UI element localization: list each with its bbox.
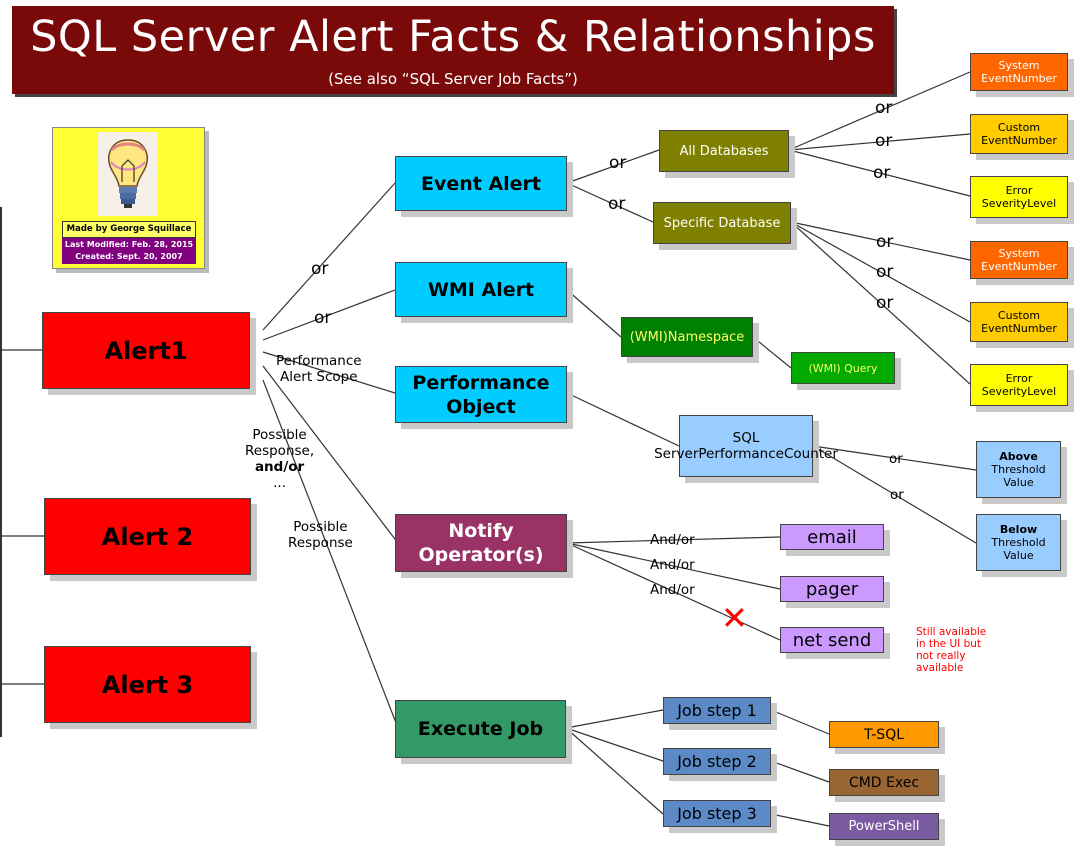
event-alert-box: Event Alert [395, 156, 567, 211]
alert-1-label: Alert1 [104, 336, 188, 365]
custom-event-number-box-1: Custom EventNumber [970, 114, 1068, 154]
pager-box: pager [780, 576, 884, 602]
notify-operators-box: Notify Operator(s) [395, 514, 567, 572]
logo-created: Created: Sept. 20, 2007 [75, 252, 183, 261]
wmi-namespace-box: (WMI)Namespace [621, 317, 753, 357]
light-bulb-icon [98, 132, 158, 216]
event-alert-label: Event Alert [420, 172, 542, 195]
performance-object-line1: Performance [412, 371, 550, 394]
or-label-alert-event: or [311, 259, 329, 279]
wmi-alert-box: WMI Alert [395, 262, 567, 317]
page-title: SQL Server Alert Facts & Relationships [30, 12, 876, 62]
notify-line1: Notify [448, 520, 514, 542]
logo-last-modified: Last Modified: Feb. 28, 2015 [64, 240, 194, 249]
logo-dates: Last Modified: Feb. 28, 2015 Created: Se… [62, 238, 196, 264]
alert-2-box: Alert 2 [44, 498, 251, 575]
wmi-alert-label: WMI Alert [427, 278, 535, 301]
performance-object-box: Performance Object [395, 366, 567, 423]
alert-3-label: Alert 3 [101, 670, 194, 699]
alert-2-label: Alert 2 [101, 522, 194, 551]
tsql-box: T-SQL [829, 721, 939, 748]
execute-job-box: Execute Job [395, 700, 566, 758]
job-step-3-box: Job step 3 [663, 800, 771, 827]
perf-alert-scope-label: Performance Alert Scope [276, 353, 362, 385]
email-box: email [780, 524, 884, 550]
system-event-number-box-2: System EventNumber [970, 241, 1068, 279]
specific-database-box: Specific Database [653, 202, 791, 244]
and-or-label-email: And/or [650, 532, 695, 548]
left-edge-bar [0, 207, 2, 737]
or-label-counter-below: or [890, 487, 904, 503]
or-label-event-specific: or [608, 194, 626, 214]
possible-response-and-or-label: Possible Response, and/or... [245, 427, 315, 491]
error-severity-level-box-2: Error SeverityLevel [970, 364, 1068, 406]
specific-database-label: Specific Database [663, 215, 781, 231]
notify-line2: Operator(s) [418, 544, 544, 566]
wmi-query-box: (WMI) Query [791, 352, 895, 384]
page-subtitle: (See also “SQL Server Job Facts”) [328, 70, 578, 88]
logo-author: Made by George Squillace [62, 221, 196, 238]
net-send-label: net send [792, 629, 872, 651]
execute-job-label: Execute Job [417, 718, 544, 740]
performance-counter-box: SQL ServerPerformanceCounter [654, 415, 838, 477]
email-label: email [807, 526, 857, 548]
error-severity-level-box-1: Error SeverityLevel [970, 176, 1068, 218]
title-banner: SQL Server Alert Facts & Relationships (… [12, 6, 894, 94]
custom-event-number-box-2: Custom EventNumber [970, 302, 1068, 342]
powershell-box: PowerShell [829, 813, 939, 840]
or-label-counter-above: or [889, 451, 903, 467]
author-logo: Made by George Squillace Last Modified: … [52, 127, 205, 269]
cmd-exec-box: CMD Exec [829, 769, 939, 796]
wmi-query-label: (WMI) Query [808, 361, 878, 375]
or-label-alert-wmi: or [314, 308, 332, 328]
all-databases-box: All Databases [659, 130, 789, 172]
all-databases-label: All Databases [679, 143, 769, 159]
deprecated-x-icon: ✕ [721, 599, 748, 637]
performance-object-line2: Object [446, 395, 516, 418]
possible-response-label: Possible Response [288, 519, 353, 551]
and-or-label-pager: And/or [650, 557, 695, 573]
or-label-all-1: or [875, 98, 893, 118]
system-event-number-box-1: System EventNumber [970, 53, 1068, 91]
alert-1-box: Alert1 [42, 312, 250, 389]
net-send-note: Still available in the UI but not really… [916, 626, 987, 674]
job-step-2-box: Job step 2 [663, 748, 771, 775]
or-label-event-all: or [609, 153, 627, 173]
net-send-box: net send [780, 627, 884, 653]
or-label-specific-2: or [876, 262, 894, 282]
or-label-specific-3: or [876, 293, 894, 313]
or-label-all-3: or [873, 163, 891, 183]
or-label-all-2: or [875, 131, 893, 151]
pager-label: pager [805, 578, 859, 600]
or-label-specific-1: or [876, 232, 894, 252]
job-step-1-box: Job step 1 [663, 697, 771, 724]
alert-3-box: Alert 3 [44, 646, 251, 723]
and-or-label-net-send: And/or [650, 582, 695, 598]
